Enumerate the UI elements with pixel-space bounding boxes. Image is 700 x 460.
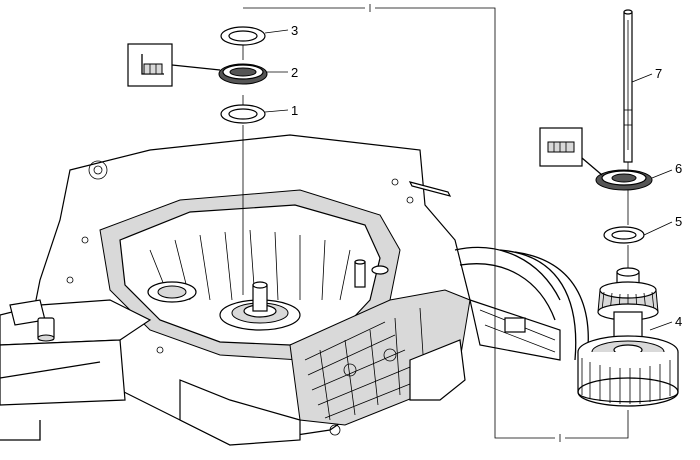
washer-part-3 bbox=[220, 26, 266, 46]
shaft-part-7 bbox=[623, 9, 633, 163]
assembly-bracket bbox=[243, 4, 629, 442]
washer-part-5 bbox=[603, 226, 645, 244]
callout-3: 3 bbox=[291, 23, 298, 38]
callouts: 3 2 1 7 6 5 4 bbox=[291, 23, 682, 329]
bearing-part-2 bbox=[218, 63, 268, 85]
callout-5: 5 bbox=[675, 214, 682, 229]
gear-part-4 bbox=[577, 267, 679, 407]
callout-7: 7 bbox=[655, 66, 662, 81]
callout-1: 1 bbox=[291, 103, 298, 118]
holding-fixture bbox=[0, 299, 152, 441]
callout-4: 4 bbox=[675, 314, 682, 329]
callout-6: 6 bbox=[675, 161, 682, 176]
washer-part-1 bbox=[220, 104, 266, 124]
transmission-case bbox=[29, 134, 589, 446]
callout-2: 2 bbox=[291, 65, 298, 80]
callout-leaders bbox=[264, 29, 673, 331]
bearing-installer-tool-icon-right bbox=[539, 127, 603, 176]
bearing-part-6 bbox=[595, 169, 653, 191]
bearing-installer-tool-icon bbox=[127, 43, 221, 87]
